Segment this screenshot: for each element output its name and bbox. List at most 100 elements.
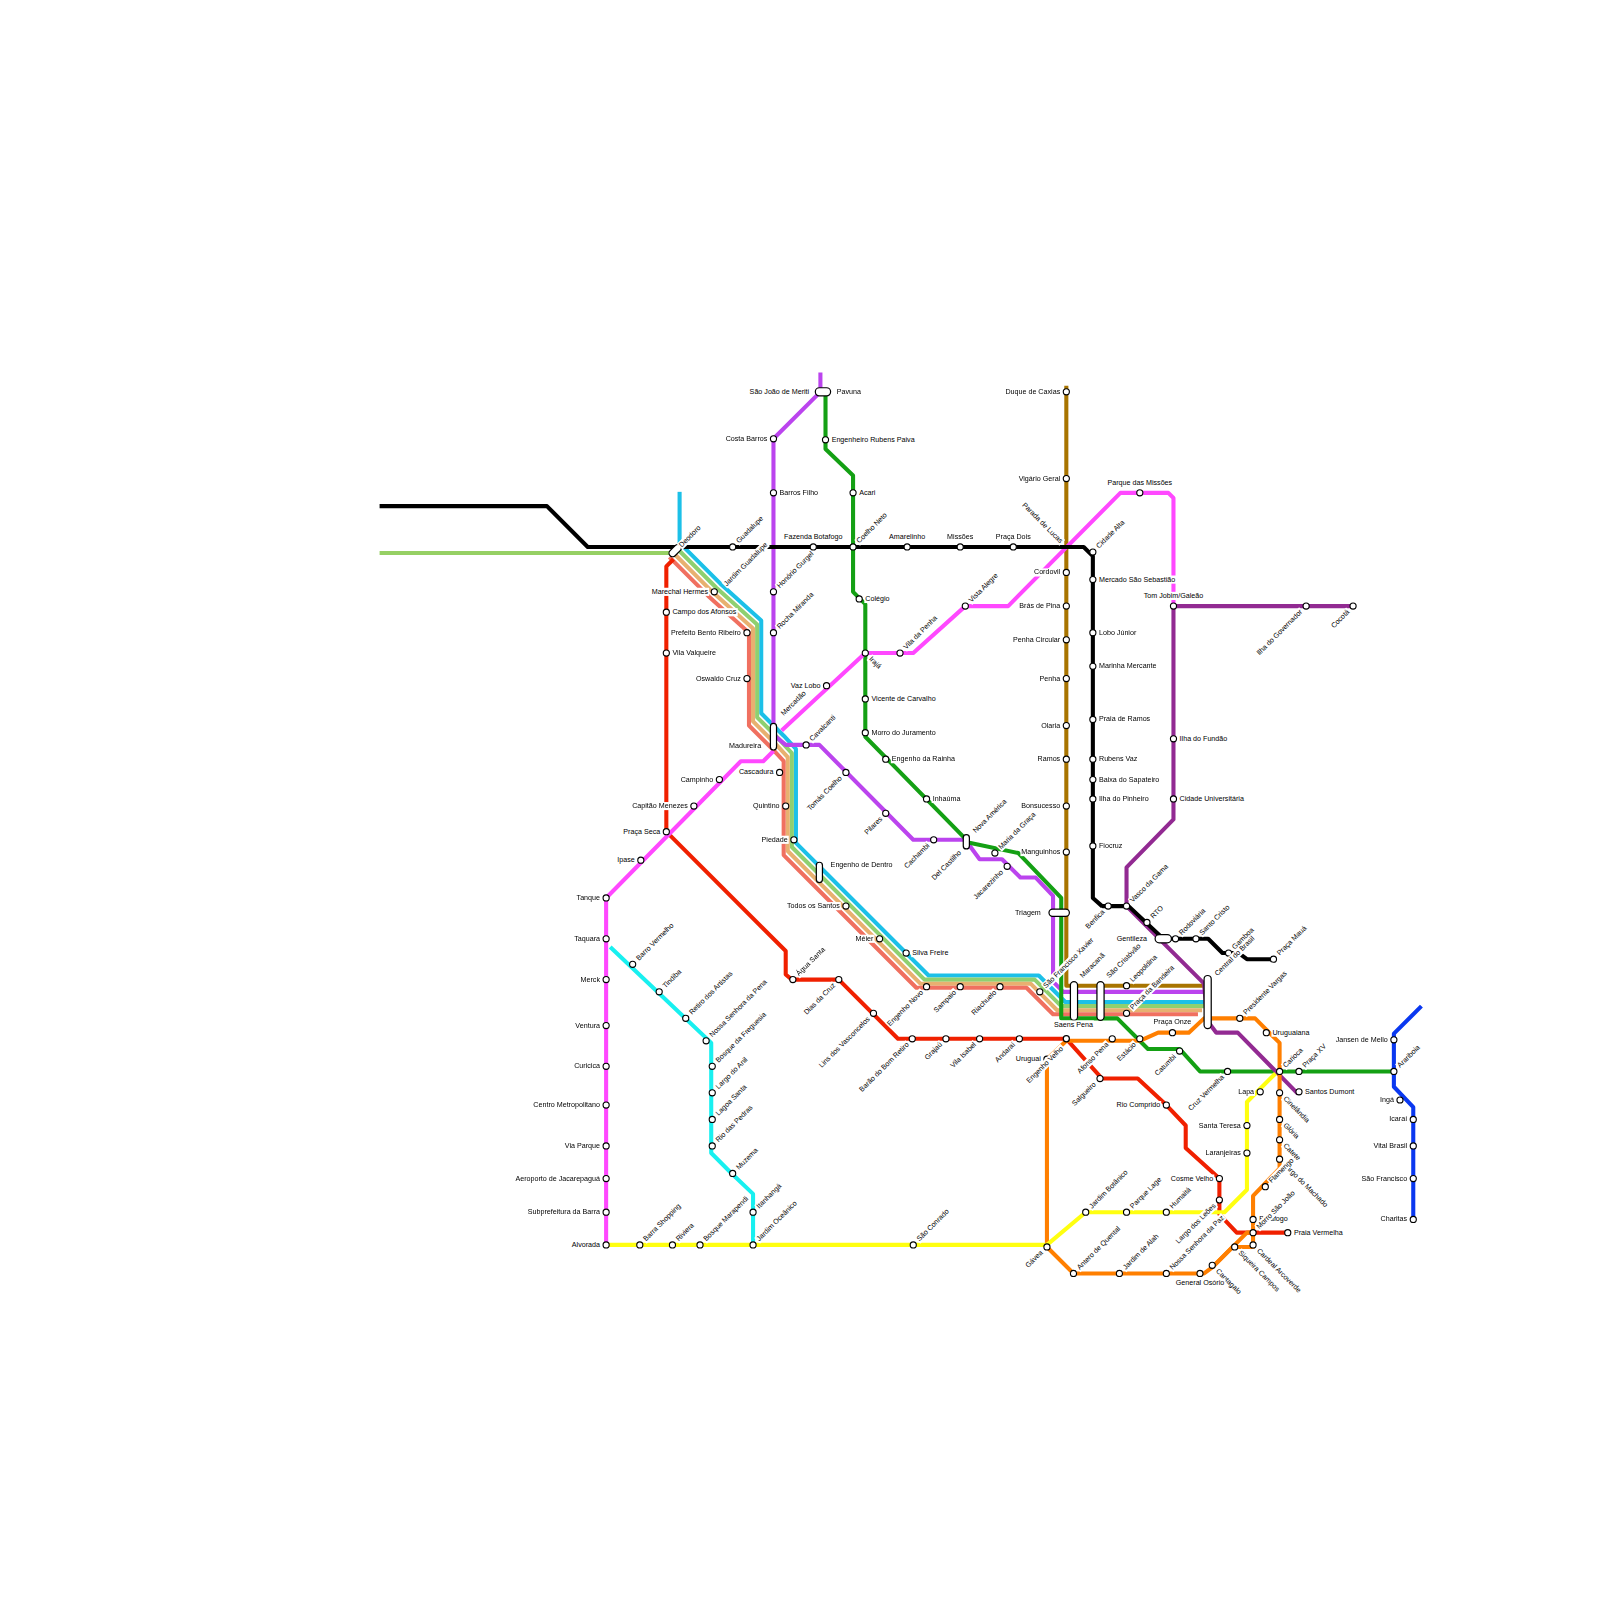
interchange-marker bbox=[1097, 982, 1104, 1021]
station-dot bbox=[1063, 637, 1069, 643]
station-dot bbox=[603, 1022, 609, 1028]
station-label: Campo dos Afonsos bbox=[671, 608, 737, 616]
station-dot bbox=[1169, 1030, 1175, 1036]
station-dot bbox=[1193, 936, 1199, 942]
line-dark-purple bbox=[1127, 606, 1354, 1094]
station-label: Santa Teresa bbox=[1198, 1121, 1242, 1129]
interchange-marker bbox=[1049, 909, 1069, 916]
station-label: Todos os Santos bbox=[786, 902, 841, 910]
station-dot bbox=[1270, 956, 1276, 962]
station-dot bbox=[1123, 903, 1129, 909]
station-dot bbox=[1090, 716, 1096, 722]
station-label: Ingá bbox=[1379, 1096, 1395, 1104]
station-dot bbox=[709, 1063, 715, 1069]
station-label: Curicica bbox=[573, 1062, 601, 1070]
station-dot bbox=[1090, 549, 1096, 555]
station-dot bbox=[1244, 1122, 1250, 1128]
station-dot bbox=[962, 603, 968, 609]
line-green-bundle bbox=[678, 549, 1207, 1006]
station-dot bbox=[663, 650, 669, 656]
line-magenta bbox=[606, 493, 1173, 1245]
station-label: Bonsucesso bbox=[1020, 802, 1061, 810]
station-dot bbox=[862, 650, 868, 656]
station-label: Alvorada bbox=[571, 1241, 601, 1249]
station-dot bbox=[638, 857, 644, 863]
station-dot bbox=[1063, 676, 1069, 682]
station-label: Honório Gurgel bbox=[775, 549, 816, 590]
station-label: Mercadão bbox=[779, 689, 809, 719]
station-label: Praça Dois bbox=[995, 533, 1032, 541]
station-dot bbox=[1216, 1176, 1222, 1182]
station-dot bbox=[1216, 1197, 1222, 1203]
station-dot bbox=[1410, 1143, 1416, 1149]
station-dot bbox=[1010, 544, 1016, 550]
station-label: Ilha do Pinheiro bbox=[1098, 795, 1150, 803]
station-dot bbox=[1170, 796, 1176, 802]
station-label: Fazenda Botafogo bbox=[783, 533, 843, 541]
station-label: Aeroporto de Jacarepaguá bbox=[514, 1174, 601, 1182]
station-dot bbox=[1410, 1176, 1416, 1182]
station-label: Praça Mauá bbox=[1275, 924, 1309, 958]
station-dot bbox=[1144, 919, 1150, 925]
station-dot bbox=[1350, 603, 1356, 609]
station-dot bbox=[1262, 1184, 1268, 1190]
station-label: Vila Valqueire bbox=[671, 649, 716, 657]
station-dot bbox=[1105, 903, 1111, 909]
station-label: Triagem bbox=[1014, 909, 1042, 917]
station-label: Jansen de Mello bbox=[1335, 1036, 1389, 1044]
station-label: Tindiba bbox=[660, 967, 684, 991]
station-dot bbox=[1410, 1116, 1416, 1122]
station-dot bbox=[1244, 1150, 1250, 1156]
station-label: Piedade bbox=[761, 836, 789, 844]
interchange-marker bbox=[1155, 935, 1171, 943]
station-dot bbox=[1063, 476, 1069, 482]
station-label: Lobo Júnior bbox=[1098, 629, 1137, 637]
station-dot bbox=[603, 1102, 609, 1108]
station-label: Grajaú bbox=[922, 1040, 944, 1062]
station-label: Mercado São Sebastião bbox=[1098, 576, 1176, 584]
station-label: Saens Pena bbox=[1053, 1020, 1094, 1028]
station-label: Silva Freire bbox=[911, 949, 949, 957]
station-dot bbox=[1090, 777, 1096, 783]
station-dot bbox=[603, 977, 609, 983]
station-dot bbox=[1063, 1036, 1069, 1042]
station-dot bbox=[703, 1038, 709, 1044]
station-dot bbox=[777, 769, 783, 775]
station-label: Vital Brasil bbox=[1372, 1142, 1408, 1150]
station-dot bbox=[862, 696, 868, 702]
station-label: Praça Onze bbox=[1153, 1018, 1193, 1026]
station-dot bbox=[663, 829, 669, 835]
station-label: Cavalcanti bbox=[807, 713, 838, 744]
line-salmon bbox=[669, 557, 1198, 1014]
station-label: Jacarezinho bbox=[971, 868, 1005, 902]
station-label: Ilha do Governador bbox=[1254, 607, 1304, 657]
station-label: Humaitá bbox=[1168, 1185, 1194, 1211]
station-label: Colégio bbox=[864, 595, 890, 603]
station-dot bbox=[1090, 796, 1096, 802]
interchange-marker bbox=[770, 723, 776, 750]
station-dot bbox=[909, 1036, 915, 1042]
station-dot bbox=[1209, 1262, 1215, 1268]
station-dot bbox=[1277, 1156, 1283, 1162]
station-label: Gentileza bbox=[1116, 935, 1148, 943]
station-dot bbox=[770, 490, 776, 496]
station-dot bbox=[1163, 1270, 1169, 1276]
station-label: São João de Meriti bbox=[749, 388, 811, 396]
station-dot bbox=[1063, 849, 1069, 855]
station-dot bbox=[862, 730, 868, 736]
station-dot bbox=[1123, 983, 1129, 989]
station-label: Vasco da Gama bbox=[1128, 862, 1171, 905]
station-label: Baixa do Sapateiro bbox=[1098, 776, 1160, 784]
station-label: São Francisco bbox=[1360, 1174, 1408, 1182]
station-dot bbox=[603, 895, 609, 901]
station-dot bbox=[630, 961, 636, 967]
station-dot bbox=[1063, 603, 1069, 609]
station-dot bbox=[1172, 936, 1178, 942]
station-dot bbox=[897, 650, 903, 656]
station-label: Acari bbox=[858, 489, 876, 497]
station-label: Praia Vermelha bbox=[1293, 1229, 1344, 1237]
station-label: Vigário Geral bbox=[1018, 474, 1062, 482]
station-label: Subprefeitura da Barra bbox=[527, 1208, 601, 1216]
station-dot bbox=[992, 850, 998, 856]
